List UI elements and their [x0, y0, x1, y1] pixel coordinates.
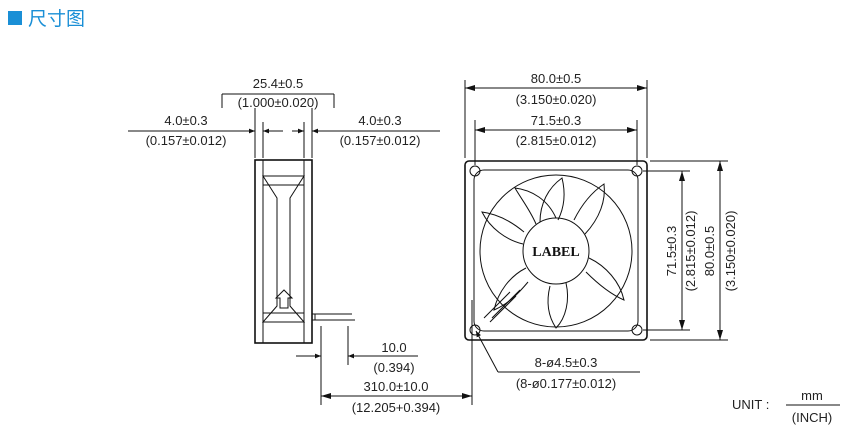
mount-hole [631, 165, 643, 177]
unit-top: mm [801, 388, 823, 403]
mount-hole [631, 324, 643, 336]
outer-height-label: 80.0±0.5 [702, 226, 717, 277]
hole-pitch-v-label: 71.5±0.3 [664, 226, 679, 277]
strip-length-inch-label: (0.394) [373, 360, 414, 375]
side-width-label: 25.4±0.5 [253, 76, 304, 91]
mount-hole [469, 324, 481, 336]
airflow-arrow-icon [274, 289, 294, 309]
label-text: LABEL [532, 245, 579, 260]
unit-legend: UNIT : mm (INCH) [732, 388, 840, 425]
flange-left-label: 4.0±0.3 [164, 113, 207, 128]
mount-hole [469, 165, 481, 177]
side-view: 25.4±0.5 (1.000±0.020) 4.0±0.3 (0.157±0.… [128, 76, 440, 344]
outer-width-inch-label: (3.150±0.020) [516, 92, 597, 107]
flange-right-inch-label: (0.157±0.012) [340, 133, 421, 148]
fan-frame [464, 160, 648, 341]
hole-pitch-v-inch-label: (2.815±0.012) [683, 211, 698, 292]
hole-pitch-label: 71.5±0.3 [531, 113, 582, 128]
lead-dimensions: 10.0 (0.394) 310.0±10.0 (12.205+0.394) [296, 300, 473, 415]
outer-width-label: 80.0±0.5 [531, 71, 582, 86]
unit-prefix: UNIT : [732, 397, 769, 412]
flange-right-label: 4.0±0.3 [358, 113, 401, 128]
lead-length-label: 310.0±10.0 [364, 379, 429, 394]
holes-inch-label: (8-ø0.177±0.012) [516, 376, 616, 391]
front-view: LABEL 80.0±0.5 (3.150±0.020) 71.5±0.3 (2… [464, 71, 738, 391]
title-square-icon [8, 10, 22, 25]
lead-length-inch-label: (12.205+0.394) [352, 400, 441, 415]
fan-blades [481, 177, 625, 329]
unit-bottom: (INCH) [792, 410, 832, 425]
flange-left-inch-label: (0.157±0.012) [146, 133, 227, 148]
title-text: 尺寸图 [28, 8, 86, 30]
section-title: 尺寸图 [8, 4, 85, 31]
outer-height-inch-label: (3.150±0.020) [723, 211, 738, 292]
side-view-body [254, 159, 313, 344]
strip-length-label: 10.0 [381, 340, 406, 355]
hole-pitch-inch-label: (2.815±0.012) [516, 133, 597, 148]
holes-label: 8-ø4.5±0.3 [535, 355, 598, 370]
side-width-inch-label: (1.000±0.020) [238, 95, 319, 110]
